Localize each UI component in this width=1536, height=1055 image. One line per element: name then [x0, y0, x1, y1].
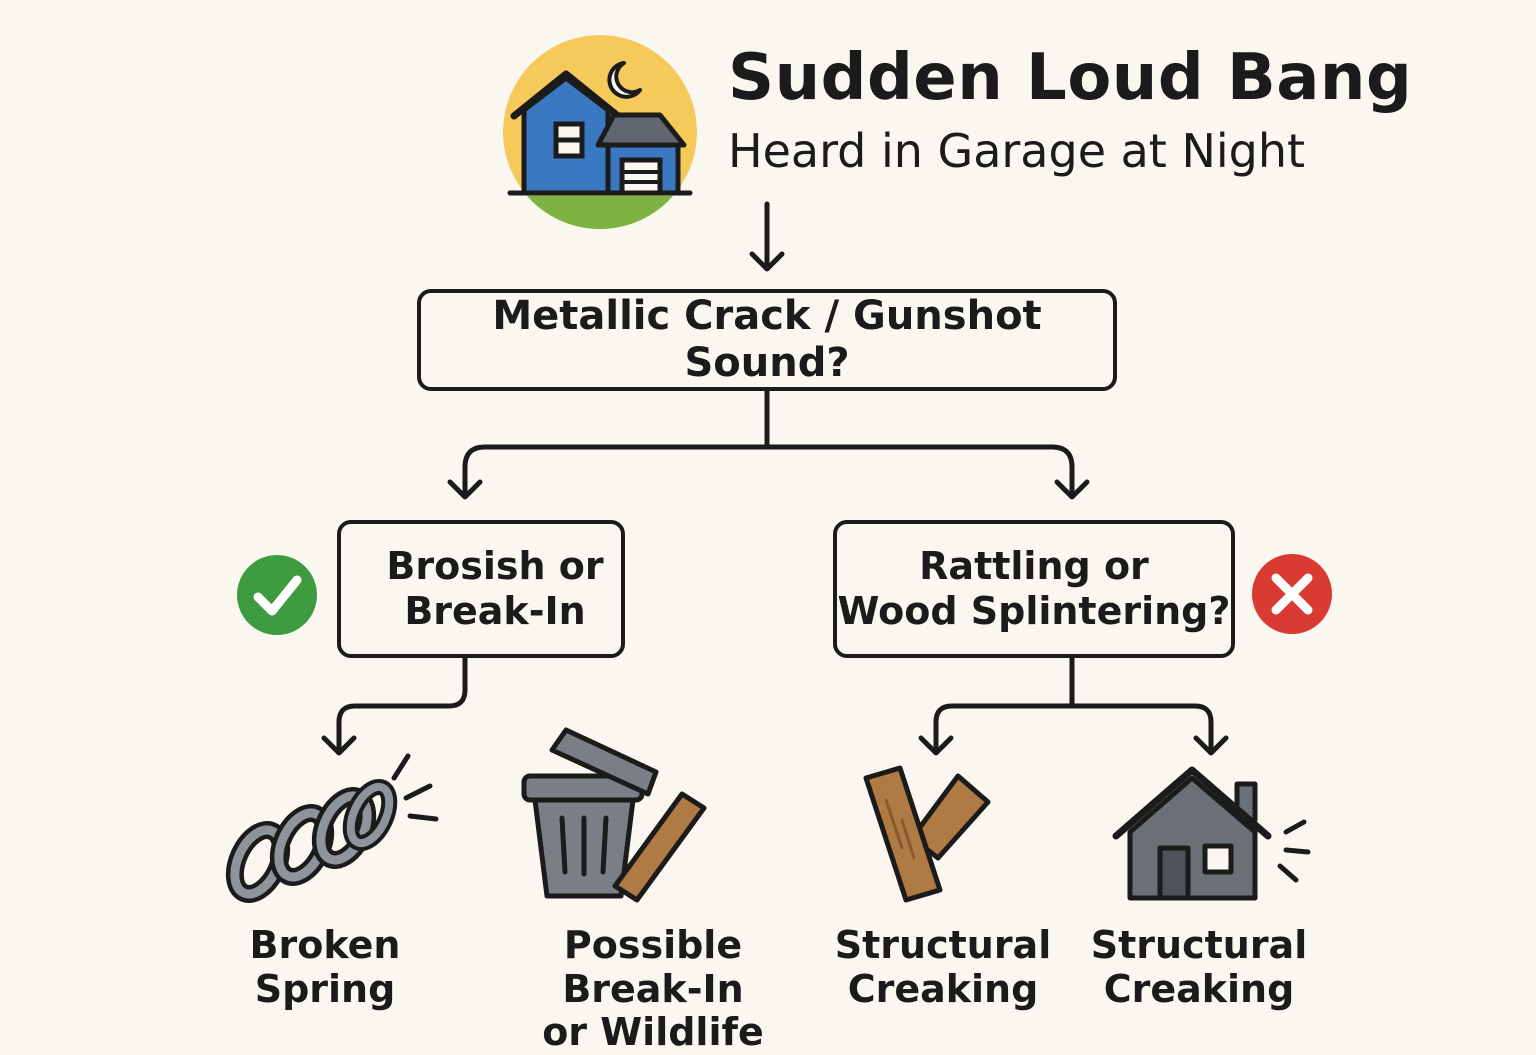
moon-icon — [607, 61, 642, 99]
right-branch-label: Rattling or Wood Splintering? — [837, 544, 1231, 633]
question-node-label: Metallic Crack / Gunshot Sound? — [492, 292, 1042, 386]
diagram-canvas — [225, 35, 1332, 903]
check-badge — [237, 555, 317, 635]
trash-can-icon — [521, 727, 707, 903]
x-badge — [1252, 554, 1332, 634]
house-icon — [1112, 766, 1311, 901]
house-night-icon — [503, 35, 697, 229]
left-branch-node: Brosish or Break-In — [337, 520, 625, 658]
diagram-title: Sudden Loud Bang — [728, 41, 1413, 115]
outcome-label-broken-spring: Broken Spring — [249, 923, 401, 1011]
wood-planks-icon — [863, 765, 991, 903]
outcome-label-structural-creaking-house: Structural Creaking — [1090, 923, 1308, 1011]
left-branch-label: Brosish or Break-In — [386, 544, 604, 633]
coil-spring-icon — [225, 753, 439, 903]
outcome-label-structural-creaking-wood: Structural Creaking — [834, 923, 1052, 1011]
outcome-label-break-in-wildlife: Possible Break-In or Wildlife — [542, 923, 764, 1055]
x-icon — [1271, 573, 1313, 615]
diagram-subtitle: Heard in Garage at Night — [728, 124, 1306, 178]
right-branch-node: Rattling or Wood Splintering? — [833, 520, 1235, 658]
connectors — [321, 201, 1229, 756]
check-icon — [253, 575, 302, 616]
question-node: Metallic Crack / Gunshot Sound? — [417, 289, 1117, 391]
